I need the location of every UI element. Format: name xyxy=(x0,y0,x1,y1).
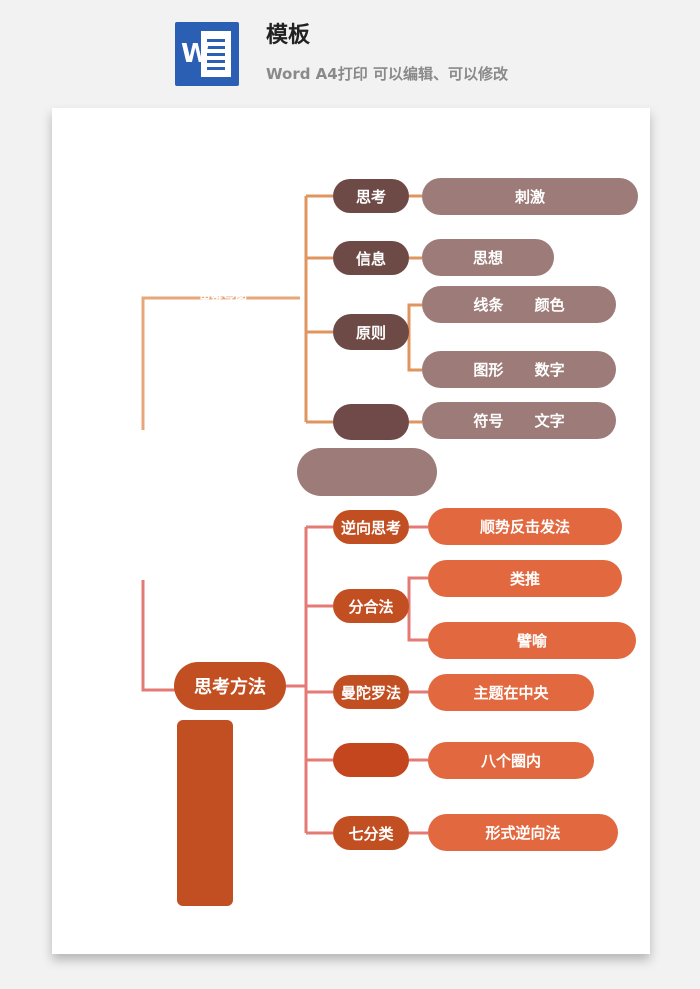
leaf-analogy: 类推 xyxy=(428,560,622,597)
node-blank-lower xyxy=(333,743,409,777)
link-divide-children xyxy=(407,576,428,642)
document-subtitle: Word A4打印 可以编辑、可以修改 xyxy=(266,65,508,83)
node-information: 信息 xyxy=(333,241,409,275)
leaf-form-reverse: 形式逆向法 xyxy=(428,814,618,851)
word-letter: W xyxy=(181,39,210,69)
document-title: 模板 xyxy=(266,23,311,48)
lower-branch-lines xyxy=(141,525,428,835)
leaf-metaphor: 譬喻 xyxy=(428,622,636,659)
node-seven-categories: 七分类 xyxy=(333,816,409,850)
document-header: W 模板 Word A4打印 可以编辑、可以修改 xyxy=(0,0,700,100)
page-graphic xyxy=(201,31,231,77)
node-thinking: 思考 xyxy=(333,179,409,213)
upper-trunk-line xyxy=(141,296,300,430)
word-doc-icon: W xyxy=(175,22,239,86)
root-thinking-methods: 思考方法 xyxy=(174,662,286,710)
overlay-label: 思维导图 xyxy=(199,292,248,306)
blank-central-block xyxy=(297,448,437,496)
blank-side-block xyxy=(177,720,233,906)
leaf-counter-method: 顺势反击发法 xyxy=(428,508,622,545)
leaf-eight-circles: 八个圈内 xyxy=(428,742,594,779)
node-mandala: 曼陀罗法 xyxy=(333,675,409,709)
link-principles-children xyxy=(407,303,422,372)
node-blank-upper xyxy=(333,404,409,440)
leaf-ideas: 思想 xyxy=(422,239,554,276)
leaf-symbols-text: 符号 文字 xyxy=(422,402,616,439)
leaf-stimulus: 刺激 xyxy=(422,178,638,215)
leaf-theme-center: 主题在中央 xyxy=(428,674,594,711)
leaf-shapes-numbers: 图形 数字 xyxy=(422,351,616,388)
upper-branch-lines xyxy=(141,194,422,430)
node-principles: 原则 xyxy=(333,314,409,350)
lower-trunk-line xyxy=(141,580,176,692)
node-reverse-thinking: 逆向思考 xyxy=(333,510,409,544)
node-divide-combine: 分合法 xyxy=(333,589,409,623)
leaf-lines-colors: 线条 颜色 xyxy=(422,286,616,323)
